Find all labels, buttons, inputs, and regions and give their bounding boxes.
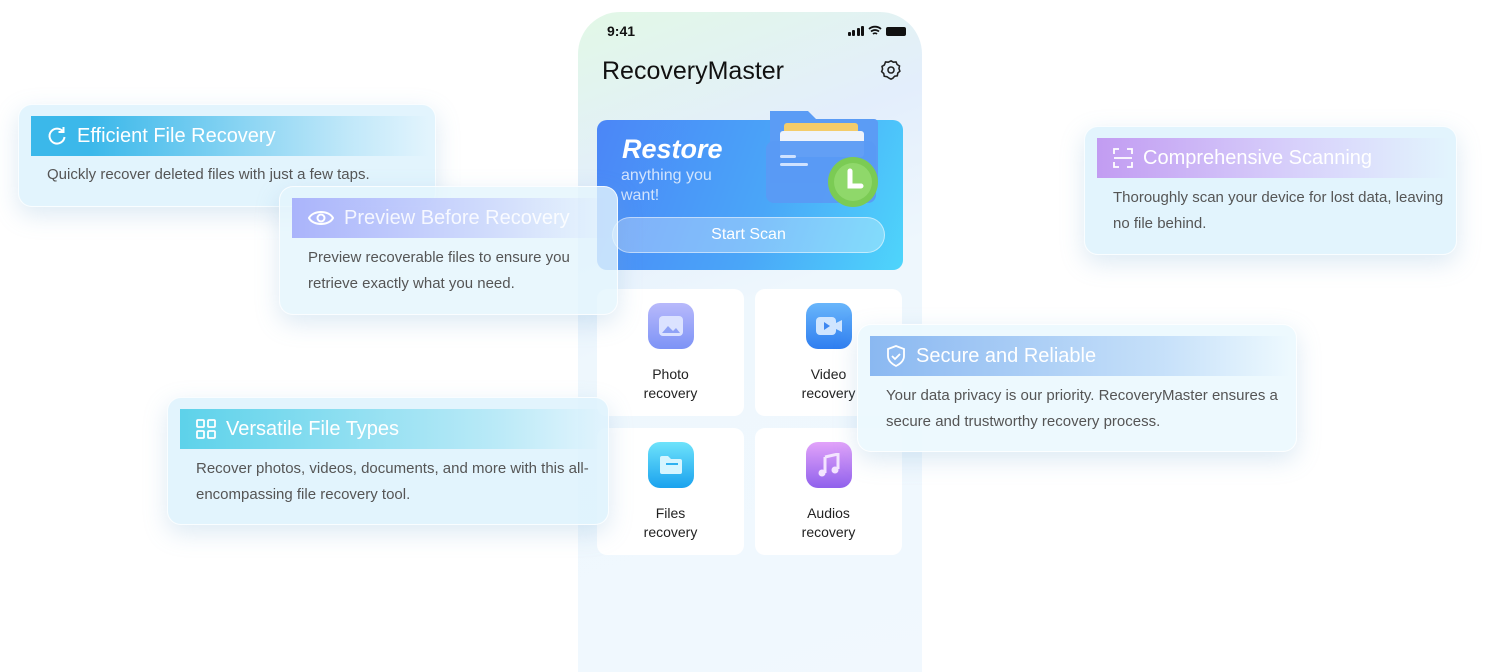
feature-desc: Recover photos, videos, documents, and m… [196,460,589,503]
feature-card-preview: Preview Before Recovery Preview recovera… [279,186,618,315]
battery-icon [886,27,906,36]
feature-title: Preview Before Recovery [344,206,570,229]
tile-photo-recovery[interactable]: Photo recovery [597,289,744,416]
folder-icon [647,442,694,488]
feature-desc: Your data privacy is our priority. Recov… [886,387,1278,430]
tile-files-recovery[interactable]: Files recovery [597,428,744,555]
shield-icon [887,345,905,367]
music-icon [805,442,852,488]
tile-label: Video [810,366,847,382]
folder-clock-illustration [766,111,878,207]
wifi-icon [868,25,882,35]
banner-title: Restore [622,134,723,164]
feature-card-secure-reliable: Secure and Reliable Your data privacy is… [857,324,1297,452]
app-title: RecoveryMaster [602,57,784,85]
feature-desc: Preview recoverable files to ensure you … [308,249,570,292]
feature-card-versatile-types: Versatile File Types Recover photos, vid… [167,397,609,525]
status-icons [847,25,906,36]
video-icon [805,303,852,349]
tile-label: Files [655,505,686,521]
feature-desc: Quickly recover deleted files with just … [47,166,370,183]
tile-label: Audios [807,505,850,521]
photo-icon [647,303,694,349]
status-time: 9:41 [607,23,636,39]
tile-label: recovery [801,524,856,540]
grid-icon [196,419,216,439]
feature-title: Secure and Reliable [916,344,1097,367]
tile-label: recovery [801,385,856,401]
refresh-icon [48,127,66,145]
settings-gear-icon[interactable] [880,59,902,81]
tile-label: recovery [643,524,698,540]
feature-title: Versatile File Types [226,417,400,440]
feature-title: Efficient File Recovery [77,124,276,147]
eye-icon [308,211,334,225]
tile-label: recovery [643,385,698,401]
scan-icon [1113,148,1133,168]
banner-subtitle: anything you want! [621,167,712,204]
signal-icon [847,26,864,36]
feature-desc: Thoroughly scan your device for lost dat… [1113,189,1444,232]
feature-title: Comprehensive Scanning [1143,146,1373,169]
tile-label: Photo [652,366,689,382]
start-scan-button[interactable]: Start Scan [612,217,885,253]
feature-card-comprehensive-scanning: Comprehensive Scanning Thoroughly scan y… [1084,126,1457,255]
